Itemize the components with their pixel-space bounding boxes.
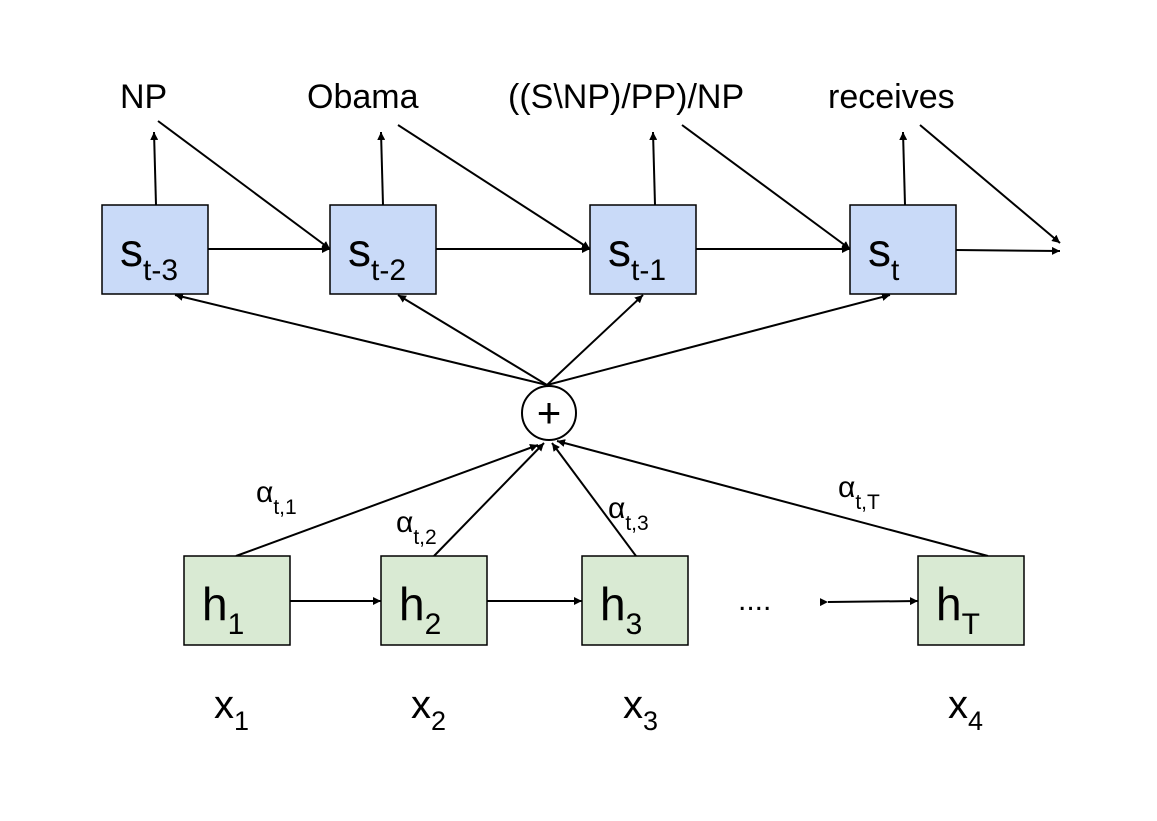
encoder-state-1: h1	[183, 555, 291, 646]
svg-text:αt,1: αt,1	[256, 476, 297, 519]
attention-weight-4-symbol: α	[838, 471, 855, 504]
attention-weight-4-subscript: t,T	[855, 491, 880, 514]
output-labels: NP Obama ((S\NP)/PP)/NP receives	[120, 78, 955, 116]
combine-node: +	[521, 385, 577, 441]
output-label-2: Obama	[307, 78, 419, 116]
encoder-state-2: h2	[380, 555, 488, 646]
encoder-state-2-subscript: 2	[425, 608, 442, 641]
input-1-subscript: 1	[234, 706, 249, 736]
attention-arrow-4	[556, 439, 989, 557]
encoder-state-3-symbol: h	[600, 578, 626, 630]
context-arrow-4	[546, 293, 891, 386]
svg-text:x3: x3	[623, 683, 658, 736]
context-arrow-3	[546, 294, 644, 386]
input-1-symbol: x	[214, 683, 234, 727]
svg-text:αt,3: αt,3	[608, 492, 649, 535]
svg-text:st: st	[868, 224, 900, 287]
encoder-state-4-symbol: h	[936, 578, 962, 630]
output-arrow-3	[649, 131, 658, 206]
encoder-states: h1 h2 h3 .... hT	[183, 555, 1025, 646]
attention-arrow-3	[551, 442, 637, 557]
svg-text:st-2: st-2	[348, 224, 406, 287]
recurrence-arrow-4	[955, 246, 1061, 255]
encoder-ellipsis: ....	[738, 584, 771, 617]
encoder-state-1-symbol: h	[202, 578, 228, 630]
attention-weights: αt,1 αt,2 αt,3 αt,T	[256, 471, 880, 549]
svg-text:x1: x1	[214, 683, 249, 736]
decoder-state-1: st-3	[101, 204, 209, 295]
inputs: x1 x2 x3 x4	[214, 683, 983, 736]
svg-text:st-1: st-1	[608, 224, 666, 287]
plus-icon: +	[537, 389, 562, 436]
feed-arrow-2	[397, 124, 591, 250]
input-3-symbol: x	[623, 683, 643, 727]
encoder-state-4-subscript: T	[962, 608, 980, 641]
attention-weight-1-symbol: α	[256, 476, 273, 509]
encoder-state-3: h3	[581, 555, 689, 646]
svg-text:hT: hT	[936, 578, 980, 641]
feed-arrow-1	[157, 120, 331, 250]
input-3-subscript: 3	[643, 706, 658, 736]
attention-weight-2-subscript: t,2	[413, 526, 436, 549]
decoder-state-3-subscript: t-1	[631, 254, 666, 287]
decoder-states: st-3 st-2 st-1 st	[101, 204, 957, 295]
decoder-state-4: st	[849, 204, 957, 295]
encoder-state-1-subscript: 1	[228, 608, 245, 641]
attention-weight-1-subscript: t,1	[273, 496, 296, 519]
output-label-3: ((S\NP)/PP)/NP	[508, 78, 744, 116]
feed-arrow-4	[919, 124, 1061, 244]
svg-text:x2: x2	[411, 683, 446, 736]
decoder-state-4-subscript: t	[891, 254, 900, 287]
output-arrow-1	[150, 131, 159, 206]
input-2-subscript: 2	[431, 706, 446, 736]
decoder-state-3-symbol: s	[608, 224, 631, 276]
decoder-state-2: st-2	[329, 204, 437, 295]
encoder-state-3-subscript: 3	[626, 608, 643, 641]
context-arrow-2	[397, 294, 548, 386]
feed-arrow-3	[681, 124, 851, 250]
decoder-state-2-symbol: s	[348, 224, 371, 276]
decoder-state-1-symbol: s	[120, 224, 143, 276]
attention-weight-2-symbol: α	[396, 506, 413, 539]
decoder-state-2-subscript: t-2	[371, 254, 406, 287]
input-2-symbol: x	[411, 683, 431, 727]
input-4-symbol: x	[948, 683, 968, 727]
svg-text:h3: h3	[600, 578, 642, 641]
svg-text:h2: h2	[399, 578, 441, 641]
svg-text:h1: h1	[202, 578, 244, 641]
attention-arrow-1	[235, 444, 539, 557]
svg-text:st-3: st-3	[120, 224, 178, 287]
output-arrow-2	[377, 131, 386, 206]
attention-weight-3-subscript: t,3	[625, 512, 648, 535]
arrows	[150, 120, 1061, 607]
svg-text:αt,2: αt,2	[396, 506, 437, 549]
encoder-state-2-symbol: h	[399, 578, 425, 630]
output-arrow-4	[899, 131, 908, 206]
input-4-subscript: 4	[968, 706, 983, 736]
output-label-4: receives	[828, 78, 955, 116]
decoder-state-4-symbol: s	[868, 224, 891, 276]
attention-arrow-2	[433, 442, 545, 557]
decoder-state-1-subscript: t-3	[143, 254, 178, 287]
bidir-arrow-3	[819, 597, 919, 607]
output-label-1: NP	[120, 78, 167, 116]
decoder-state-3: st-1	[589, 204, 697, 295]
svg-text:x4: x4	[948, 683, 983, 736]
svg-text:αt,T: αt,T	[838, 471, 880, 514]
encoder-state-4: hT	[917, 555, 1025, 646]
context-arrow-1	[174, 292, 548, 386]
attention-weight-3-symbol: α	[608, 492, 625, 525]
